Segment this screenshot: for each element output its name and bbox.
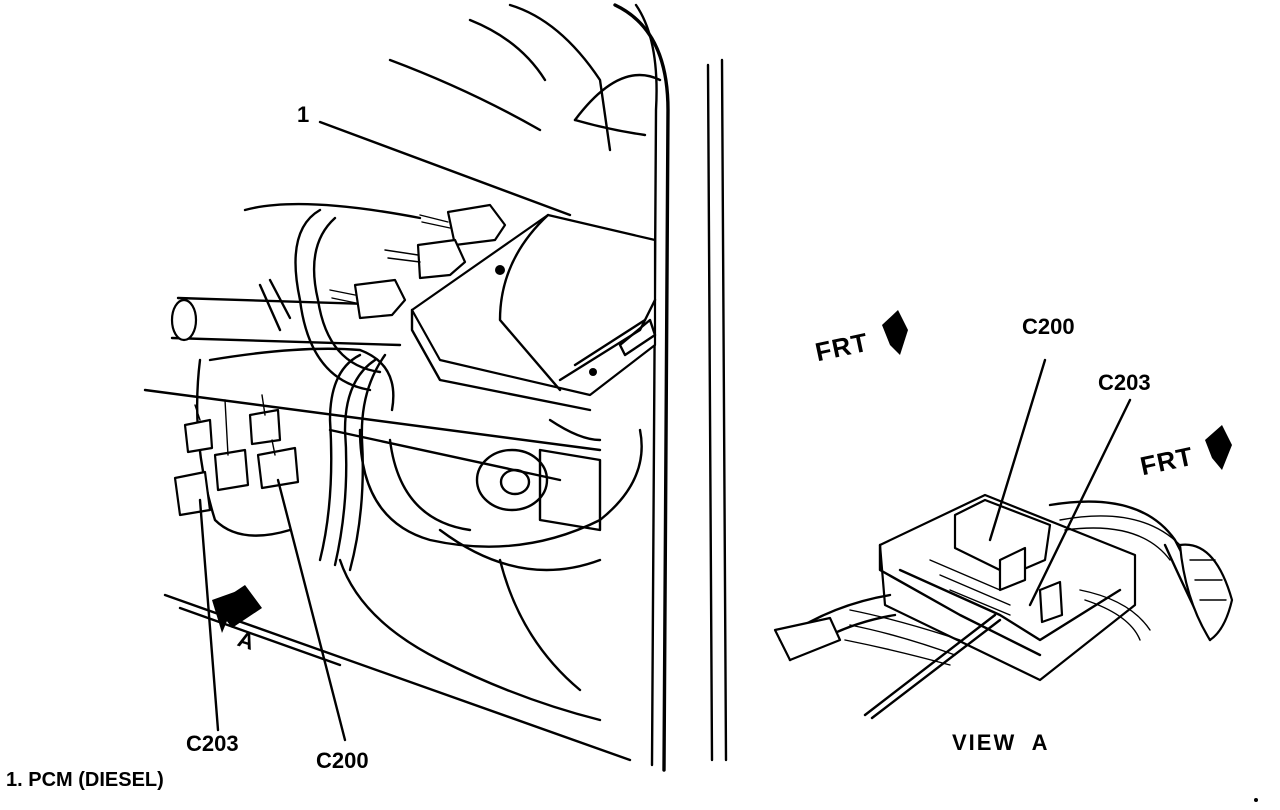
c203-callout-left: C203 xyxy=(186,731,239,756)
lower-dash xyxy=(163,593,632,762)
pcm-module xyxy=(410,213,657,412)
left-connectors xyxy=(173,394,300,517)
c200-callout-right: C200 xyxy=(1022,314,1075,339)
view-a-detail xyxy=(773,358,1234,720)
item-1-callout: 1 xyxy=(297,102,310,127)
leader-lines xyxy=(198,120,572,742)
c200-callout-left: C200 xyxy=(316,748,369,773)
c203-callout-right: C203 xyxy=(1098,370,1151,395)
blower-assembly xyxy=(338,418,643,722)
door-pillar xyxy=(613,3,728,772)
view-a-title: VIEW A xyxy=(952,730,1050,755)
harness xyxy=(143,202,602,572)
dash-contours xyxy=(388,3,662,152)
pcm-connectors xyxy=(329,203,507,320)
front-direction-arrow xyxy=(882,310,1232,470)
view-direction-arrow xyxy=(212,585,262,633)
legend-item-1: 1. PCM (DIESEL) xyxy=(6,769,164,791)
